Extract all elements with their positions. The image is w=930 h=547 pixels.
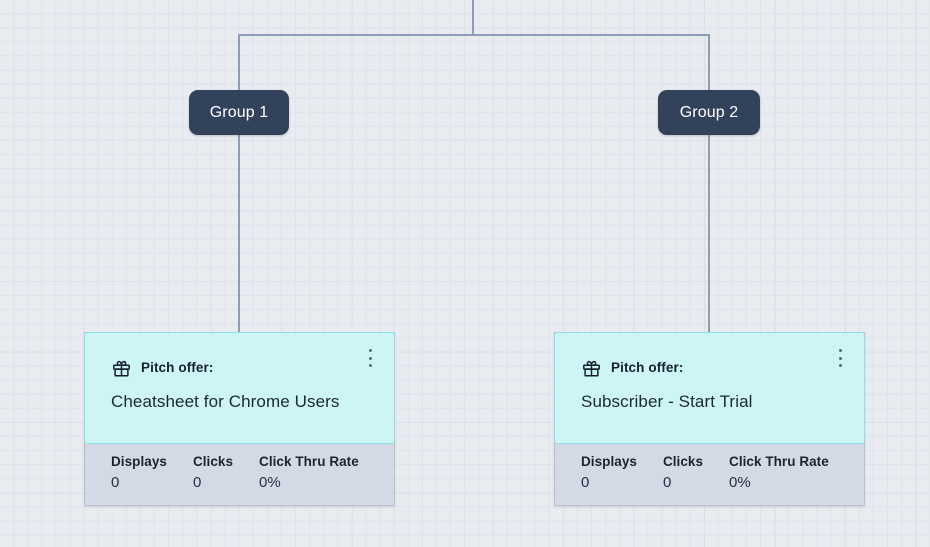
- connector-group2-to-card2: [708, 135, 710, 333]
- stat-clicks-value: 0: [662, 474, 672, 491]
- stat-displays-label: Displays: [111, 454, 167, 469]
- connector-root-stem: [472, 0, 474, 36]
- offer-card-1-title: Cheatsheet for Chrome Users: [111, 392, 340, 411]
- stat-clicks-value: 0: [192, 474, 202, 491]
- stat-ctr: Click Thru Rate 0%: [729, 454, 829, 491]
- offer-card-1-kicker-row: Pitch offer:: [111, 357, 368, 378]
- stat-ctr-label: Click Thru Rate: [259, 454, 359, 469]
- connector-branch-bar: [238, 34, 710, 36]
- connector-group1-to-card1: [238, 135, 240, 333]
- stat-displays: Displays 0: [111, 454, 167, 491]
- stat-clicks-label: Clicks: [662, 454, 704, 469]
- kebab-menu-icon[interactable]: [362, 347, 378, 369]
- offer-card-2-kicker-row: Pitch offer:: [581, 357, 838, 378]
- stat-displays-value: 0: [581, 474, 590, 491]
- offer-card-1-kicker: Pitch offer:: [141, 360, 214, 375]
- stat-ctr: Click Thru Rate 0%: [259, 454, 359, 491]
- offer-card-2-kicker: Pitch offer:: [611, 360, 684, 375]
- stat-ctr-value: 0%: [729, 474, 751, 491]
- offer-card-2-stats: Displays 0 Clicks 0 Click Thru Rate 0%: [555, 443, 864, 505]
- stat-clicks: Clicks 0: [663, 454, 703, 491]
- group-node-2[interactable]: Group 2: [658, 90, 760, 135]
- stat-displays: Displays 0: [581, 454, 637, 491]
- offer-card-2-body[interactable]: Pitch offer: Subscriber - Start Trial: [554, 332, 865, 444]
- offer-card-2-title: Subscriber - Start Trial: [581, 392, 753, 411]
- gift-icon: [583, 360, 600, 377]
- stat-ctr-label: Click Thru Rate: [729, 454, 829, 469]
- gift-icon: [113, 360, 130, 377]
- stat-clicks: Clicks 0: [193, 454, 233, 491]
- connector-branch-right: [708, 34, 710, 90]
- connector-branch-left: [238, 34, 240, 90]
- group-node-1[interactable]: Group 1: [189, 90, 289, 135]
- offer-card-2[interactable]: Pitch offer: Subscriber - Start Trial Di…: [554, 332, 865, 506]
- stat-ctr-value: 0%: [259, 474, 281, 491]
- stat-clicks-label: Clicks: [192, 454, 234, 469]
- offer-card-1-body[interactable]: Pitch offer: Cheatsheet for Chrome Users: [84, 332, 395, 444]
- offer-card-1[interactable]: Pitch offer: Cheatsheet for Chrome Users…: [84, 332, 395, 506]
- kebab-menu-icon[interactable]: [832, 347, 848, 369]
- offer-card-1-stats: Displays 0 Clicks 0 Click Thru Rate 0%: [85, 443, 394, 505]
- stat-displays-label: Displays: [581, 454, 637, 469]
- group-node-1-label: Group 1: [209, 103, 269, 121]
- group-node-2-label: Group 2: [679, 103, 739, 121]
- stat-displays-value: 0: [111, 474, 120, 491]
